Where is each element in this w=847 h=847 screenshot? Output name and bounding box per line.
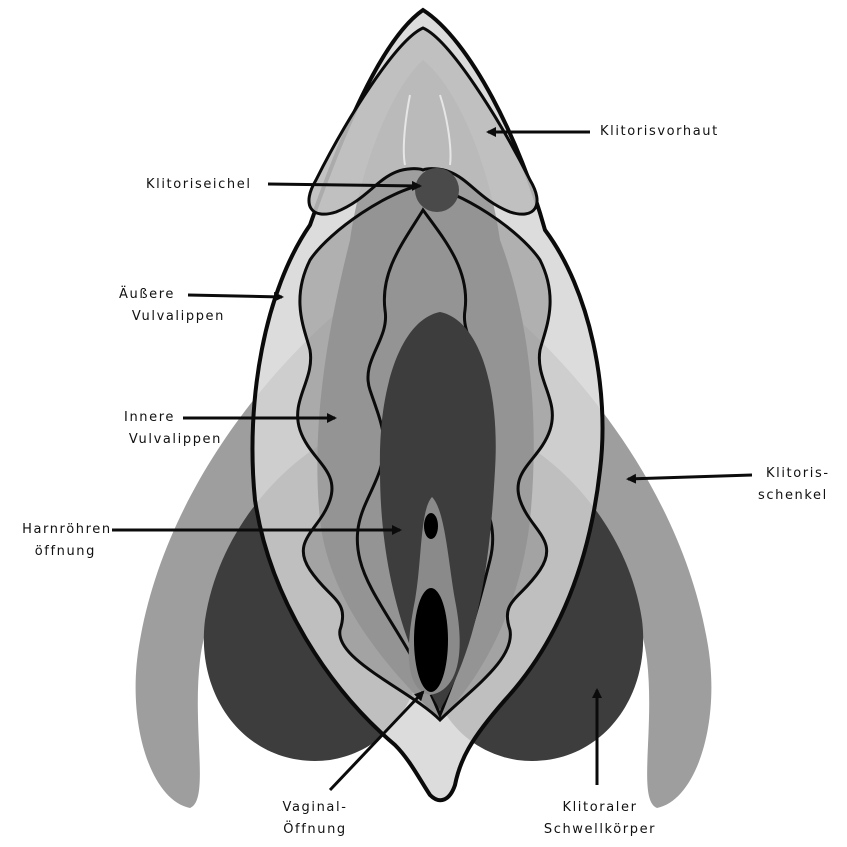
- label-vestibular-bulbs-line2: Schwellkörper: [525, 819, 675, 841]
- label-vaginal-opening-line2: Öffnung: [260, 819, 370, 841]
- label-vestibular-bulbs: Klitoraler Schwellkörper: [525, 797, 675, 841]
- label-clitoral-crura-line2: schenkel: [758, 485, 830, 507]
- label-inner-labia-line2: Vulvalippen: [60, 429, 222, 451]
- arrow-glans: [268, 184, 420, 186]
- vaginal-opening: [414, 588, 448, 692]
- label-inner-labia-line1: Innere: [60, 407, 222, 429]
- label-clitoral-hood: Klitorisvorhaut: [600, 121, 719, 143]
- label-clitoral-crura-line1: Klitoris-: [758, 463, 830, 485]
- label-vaginal-opening: Vaginal- Öffnung: [260, 797, 370, 841]
- urethral-opening: [424, 513, 438, 539]
- label-outer-labia: Äußere Vulvalippen: [60, 284, 225, 328]
- label-clitoral-crura: Klitoris- schenkel: [758, 463, 830, 507]
- label-outer-labia-line2: Vulvalippen: [60, 306, 225, 328]
- label-outer-labia-line1: Äußere: [60, 284, 225, 306]
- label-urethral-opening-line2: öffnung: [0, 541, 118, 563]
- arrow-crura: [628, 475, 752, 479]
- label-urethral-opening: Harnröhren- öffnung: [0, 519, 118, 563]
- label-vestibular-bulbs-line1: Klitoraler: [525, 797, 675, 819]
- label-inner-labia: Innere Vulvalippen: [60, 407, 222, 451]
- label-vaginal-opening-line1: Vaginal-: [260, 797, 370, 819]
- clitoral-glans: [415, 168, 459, 212]
- label-glans: Klitoriseichel: [146, 174, 252, 196]
- label-urethral-opening-line1: Harnröhren-: [0, 519, 118, 541]
